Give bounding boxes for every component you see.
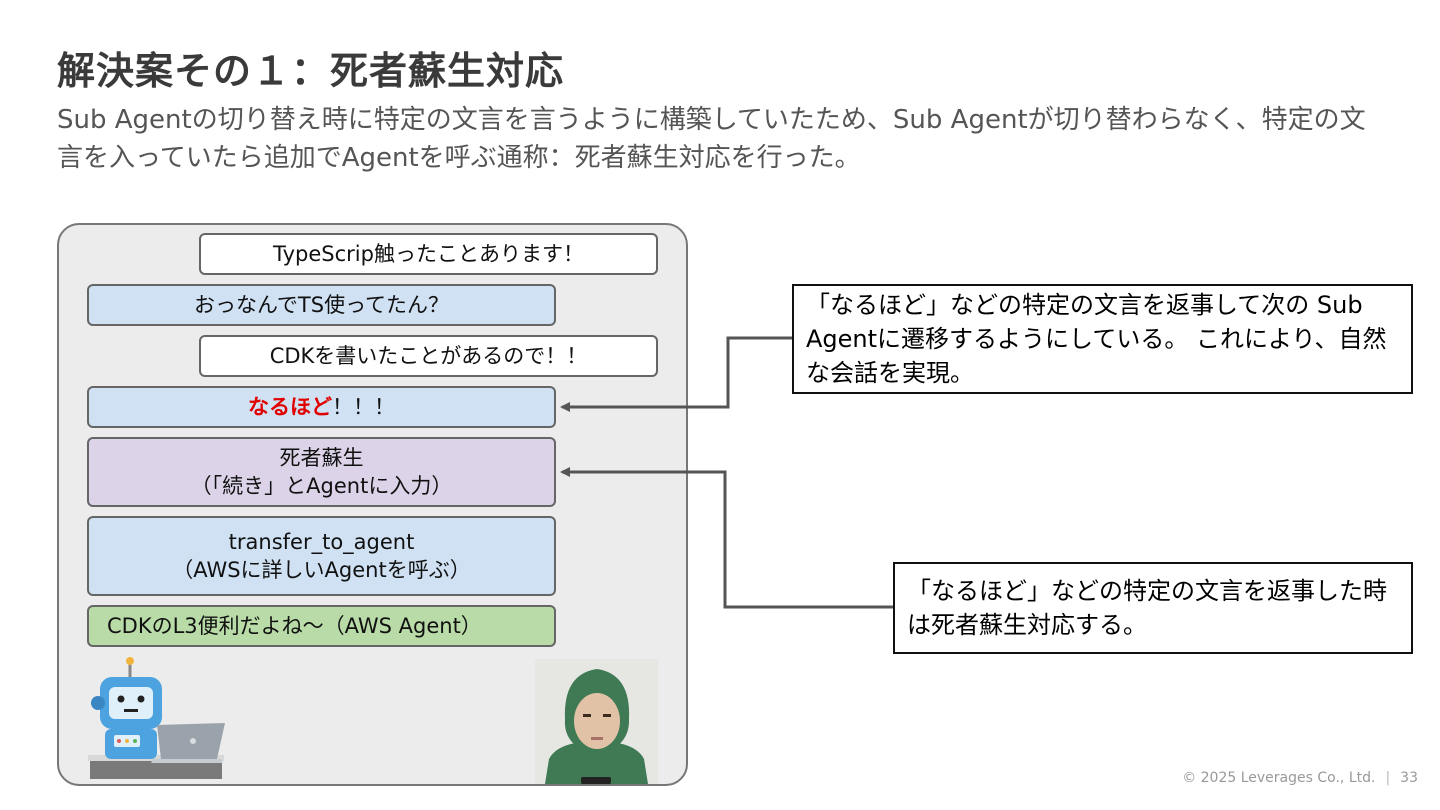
naruhodo-highlight: なるほど	[248, 395, 332, 419]
callout-transition: 「なるほど」などの特定の文言を返事して次の Sub Agentに遷移するようにし…	[792, 284, 1413, 394]
naruhodo-rest: ！！！	[332, 395, 395, 419]
page-number: 33	[1400, 770, 1418, 786]
chat-message-user-1: TypeScrip触ったことあります！	[199, 233, 658, 275]
chat-message-agent-1: おっなんでTS使ってたん？	[87, 284, 556, 326]
revive-line-1: 死者蘇生	[279, 446, 364, 470]
chat-message-aws-agent: CDKのL3便利だよね〜（AWS Agent）	[87, 605, 556, 647]
arrow-to-revive	[560, 467, 893, 609]
chat-message-transfer: transfer_to_agent （AWSに詳しいAgentを呼ぶ）	[87, 516, 556, 596]
chat-message-agent-naruhodo: なるほど！！！	[87, 386, 556, 428]
arrow-to-naruhodo	[560, 336, 792, 412]
callout-revive: 「なるほど」などの特定の文言を返事した時は死者蘇生対応する。	[893, 562, 1413, 654]
transfer-line-2: （AWSに詳しいAgentを呼ぶ）	[172, 558, 471, 582]
chat-message-user-2: CDKを書いたことがあるので！！	[199, 335, 658, 377]
robot-with-laptop-icon	[88, 657, 225, 779]
copyright-text: © 2025 Leverages Co., Ltd.	[1182, 770, 1376, 786]
transfer-line-1: transfer_to_agent	[228, 530, 415, 554]
slide-subtitle: Sub Agentの切り替え時に特定の文言を言うように構築していたため、Sub …	[57, 105, 1366, 173]
slide-title: 解決案その１：死者蘇生対応	[57, 49, 565, 93]
chat-message-revive: 死者蘇生 （「続き」とAgentに入力）	[87, 437, 556, 507]
revive-line-2: （「続き」とAgentに入力）	[190, 474, 453, 498]
footer: © 2025 Leverages Co., Ltd.|33	[1182, 770, 1418, 786]
person-in-green-suit-photo	[535, 659, 658, 784]
